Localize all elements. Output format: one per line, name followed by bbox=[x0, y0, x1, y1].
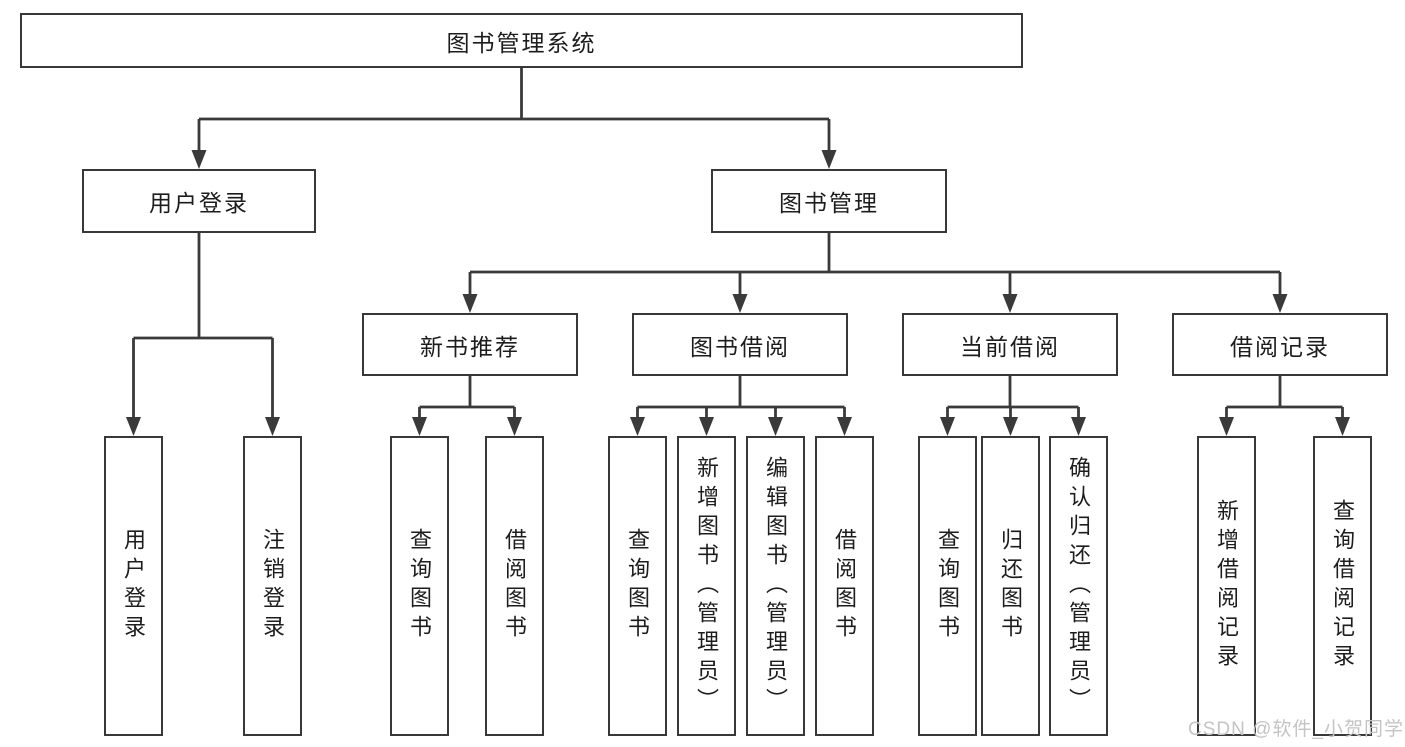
arrow-down-icon bbox=[940, 417, 955, 436]
node-root: 图书管理系统 bbox=[20, 13, 1023, 68]
arrow-down-icon bbox=[837, 417, 852, 436]
leaf-borrow-books: 借阅图书 bbox=[815, 436, 874, 736]
leaf-query-books-borrow: 查询图书 bbox=[608, 436, 667, 736]
node-new-book-recommend: 新书推荐 bbox=[362, 313, 578, 376]
node-current-borrow: 当前借阅 bbox=[902, 313, 1118, 376]
arrow-down-icon bbox=[1272, 294, 1288, 313]
arrow-down-icon bbox=[412, 417, 427, 436]
leaf-query-books-recommend: 查询图书 bbox=[390, 436, 449, 736]
node-user-login: 用户登录 bbox=[82, 169, 316, 233]
leaf-return-books: 归还图书 bbox=[981, 436, 1040, 736]
leaf-add-borrow-record: 新增借阅记录 bbox=[1197, 436, 1256, 736]
node-book-borrow: 图书借阅 bbox=[632, 313, 848, 376]
arrow-down-icon bbox=[821, 150, 837, 169]
leaf-edit-book-admin: 编辑图书（管理员） bbox=[746, 436, 805, 736]
leaf-user-login: 用户登录 bbox=[104, 436, 163, 736]
arrow-down-icon bbox=[1071, 417, 1086, 436]
arrow-down-icon bbox=[732, 294, 748, 313]
arrow-down-icon bbox=[768, 417, 783, 436]
leaf-logout: 注销登录 bbox=[243, 436, 302, 736]
arrow-down-icon bbox=[462, 294, 478, 313]
arrow-down-icon bbox=[1002, 294, 1018, 313]
arrow-down-icon bbox=[1219, 417, 1234, 436]
node-book-management: 图书管理 bbox=[711, 169, 947, 233]
arrow-down-icon bbox=[1335, 417, 1350, 436]
arrow-down-icon bbox=[1003, 417, 1018, 436]
arrow-down-icon bbox=[507, 417, 522, 436]
arrow-down-icon bbox=[265, 417, 280, 436]
leaf-borrow-books-recommend: 借阅图书 bbox=[485, 436, 544, 736]
leaf-query-books-current: 查询图书 bbox=[918, 436, 977, 736]
arrow-down-icon bbox=[126, 417, 141, 436]
node-borrow-records: 借阅记录 bbox=[1172, 313, 1388, 376]
leaf-confirm-return-admin: 确认归还（管理员） bbox=[1049, 436, 1108, 736]
arrow-down-icon bbox=[191, 150, 207, 169]
arrow-down-icon bbox=[630, 417, 645, 436]
leaf-query-borrow-record: 查询借阅记录 bbox=[1313, 436, 1372, 736]
watermark: CSDN @软件_小贺同学 bbox=[1188, 719, 1404, 740]
leaf-add-book-admin: 新增图书（管理员） bbox=[677, 436, 736, 736]
arrow-down-icon bbox=[699, 417, 714, 436]
